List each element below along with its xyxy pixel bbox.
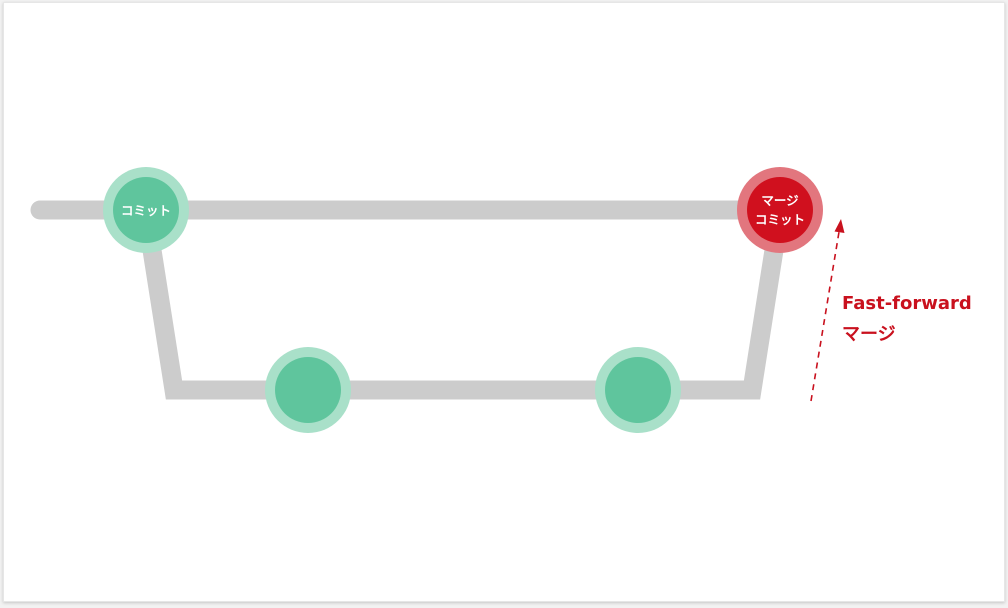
start-commit-circle — [113, 177, 179, 243]
diagram-canvas — [3, 2, 1005, 602]
annotation-line2: マージ — [842, 324, 896, 345]
merge-commit-label-line2: コミット — [755, 212, 805, 227]
branch-commit-node-2 — [595, 347, 681, 433]
fast-forward-arrow-line — [810, 231, 840, 402]
merge-commit-node: マージ コミット — [737, 167, 823, 253]
feature-branch-line — [136, 210, 790, 400]
annotation-line1: Fast-forward — [842, 293, 972, 314]
branch-commit-2-circle — [605, 357, 671, 423]
branch-commit-node-1 — [265, 347, 351, 433]
fast-forward-arrowhead — [834, 219, 845, 233]
start-commit-label: コミット — [121, 203, 171, 218]
merge-commit-circle — [747, 177, 813, 243]
branch-commit-1-circle — [275, 357, 341, 423]
merge-commit-label-line1: マージ — [761, 193, 799, 208]
start-commit-node: コミット — [103, 167, 189, 253]
fast-forward-arrow — [810, 219, 845, 402]
